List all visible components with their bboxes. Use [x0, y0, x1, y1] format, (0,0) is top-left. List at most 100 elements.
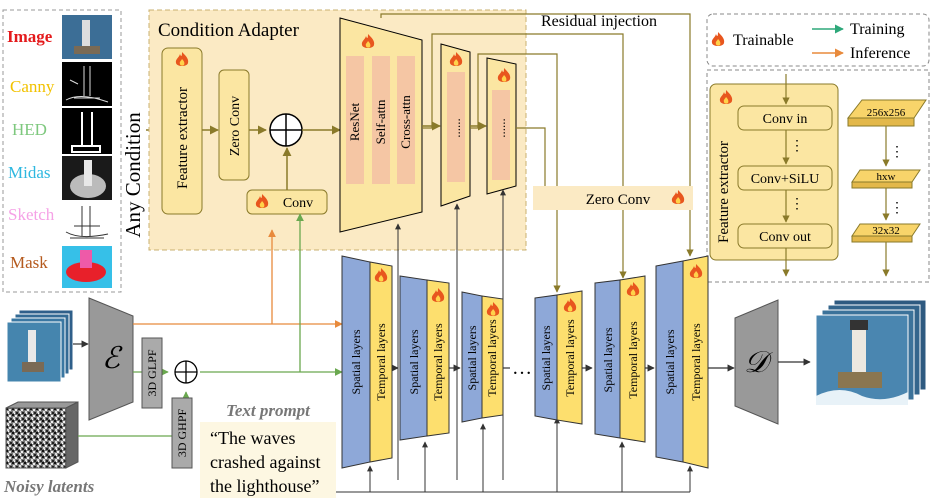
legend-training-label: Training [850, 21, 905, 38]
hed-edges [71, 112, 101, 153]
condition-label-midas: Midas [8, 163, 51, 182]
res-tile-hxw-side [851, 181, 913, 189]
adapter-block-3-layer [492, 90, 510, 180]
condition-label-canny: Canny [10, 77, 55, 96]
adapter-block-2-dots: ...... [448, 118, 463, 138]
condition-label-mask: Mask [10, 253, 48, 272]
adapter-zero-conv [218, 69, 250, 181]
text-prompt-line-1: “The waves [210, 428, 295, 448]
encoder-block [88, 297, 134, 421]
condition-adapter-title: Condition Adapter [158, 20, 300, 41]
text-prompt-line-3: the lighthouse” [210, 476, 319, 496]
res-tile-hxw-label: hxw [877, 171, 896, 183]
self-attn-label: Self-attn [373, 99, 388, 144]
inference-flow-lines [133, 229, 343, 328]
fe-dots-1: ⋮ [790, 139, 804, 154]
noisy-latents-cube [5, 401, 79, 469]
text-prompt-box [200, 422, 336, 498]
zero-conv-bar [533, 186, 693, 210]
fe-conv-in-label: Conv in [763, 112, 808, 127]
condition-label-sketch: Sketch [8, 205, 55, 224]
unet-3-temporal-label: Temporal layers [485, 319, 499, 397]
unet-dots: … [512, 357, 532, 379]
unet-4-spatial-label: Spatial layers [539, 325, 553, 390]
res-dots-2: ⋮ [890, 201, 904, 216]
unet-2-spatial-label: Spatial layers [407, 329, 421, 394]
res-tile-32-side [851, 235, 913, 243]
unet-3-spatial-label: Spatial layers [465, 325, 479, 390]
unet-block-2: Spatial layers Temporal layers [399, 275, 450, 441]
glpf-block [141, 337, 163, 409]
fe-detail-title: Feature extractor [716, 141, 732, 243]
fe-conv-in [737, 105, 833, 131]
fe-conv-silu [737, 165, 833, 191]
resnet-label: ResNet [347, 102, 362, 141]
unet-block-6: Spatial layers Temporal layers [655, 255, 709, 469]
mask-pink-tower [80, 250, 92, 268]
unet-6-temporal-label: Temporal layers [689, 323, 703, 401]
any-condition-label: Any Condition [121, 112, 145, 238]
input-video-frames [6, 309, 74, 383]
unet-1-spatial-label: Spatial layers [349, 329, 363, 394]
adapter-block-2-layer [447, 72, 465, 182]
adapter-block-3-dots: ...... [493, 118, 508, 138]
unet-block-5: Spatial layers Temporal layers [594, 275, 646, 443]
residual-injection-lines [380, 13, 694, 293]
cross-attn-layer [397, 56, 415, 184]
unet-block-1: Spatial layers Temporal layers [341, 255, 393, 469]
res-tile-256-side [847, 117, 915, 127]
adapter-feature-extractor [161, 47, 203, 215]
mask-red-region [66, 262, 106, 282]
zero-conv-bar-label: Zero Conv [586, 192, 651, 208]
resnet-layer [346, 56, 364, 184]
output-lighthouse-lamp [850, 320, 868, 330]
text-prompt-label: Text prompt [226, 401, 311, 420]
noisy-latents-label: Noisy latents [3, 477, 95, 496]
decoder-block [734, 299, 779, 425]
canny-edges [65, 66, 109, 103]
fe-dots-2: ⋮ [790, 197, 804, 212]
unet-5-spatial-label: Spatial layers [601, 327, 615, 392]
cross-attn-label: Cross-attn [398, 95, 413, 149]
unet-block-3: Spatial layers Temporal layers [461, 291, 504, 423]
res-dots-1: ⋮ [890, 145, 904, 160]
lighthouse-base [74, 46, 100, 54]
low-high-sum-plus-icon [175, 361, 197, 383]
output-video-frames [815, 299, 927, 406]
unet-5-temporal-label: Temporal layers [626, 321, 640, 399]
ghpf-label: 3D GHPF [175, 409, 189, 458]
output-waves [816, 390, 908, 405]
condition-label-hed: HED [12, 120, 47, 139]
output-lighthouse-tower [852, 328, 866, 374]
depth-tower [84, 160, 92, 186]
unet-6-spatial-label: Spatial layers [663, 329, 677, 394]
legend-inference-label: Inference [850, 45, 910, 62]
fe-conv-out [737, 223, 833, 249]
adapter-zero-conv-label: Zero Conv [228, 96, 243, 156]
fe-conv-out-label: Conv out [759, 230, 811, 245]
res-tile-32-label: 32x32 [872, 225, 900, 237]
output-lighthouse-base [838, 372, 882, 388]
conditions-panel [2, 9, 122, 293]
lighthouse-tower [82, 20, 90, 48]
sum-plus-icon [270, 114, 302, 146]
unet-block-4: Spatial layers Temporal layers [534, 290, 583, 425]
glpf-label: 3D GLPF [145, 349, 159, 396]
condition-list: Image Canny HED Midas Sketch Mask [7, 15, 112, 288]
legend-box [706, 13, 930, 67]
condition-label-image: Image [7, 27, 53, 46]
legend-trainable-label: Trainable [733, 32, 794, 49]
adapter-conv-label: Conv [283, 196, 313, 211]
unet-4-temporal-label: Temporal layers [563, 319, 577, 397]
fe-conv-silu-label: Conv+SiLU [751, 172, 820, 187]
unet-2-temporal-label: Temporal layers [431, 323, 445, 401]
res-tile-256-label: 256x256 [867, 107, 906, 119]
encoder-label: ℰ [102, 342, 123, 375]
adapter-feature-extractor-label: Feature extractor [175, 87, 191, 189]
sketch-lines [65, 206, 109, 239]
ghpf-block [171, 397, 193, 469]
condition-thumb-canny [62, 62, 112, 106]
condition-thumb-hed [62, 108, 112, 154]
residual-injection-label: Residual injection [541, 13, 657, 30]
